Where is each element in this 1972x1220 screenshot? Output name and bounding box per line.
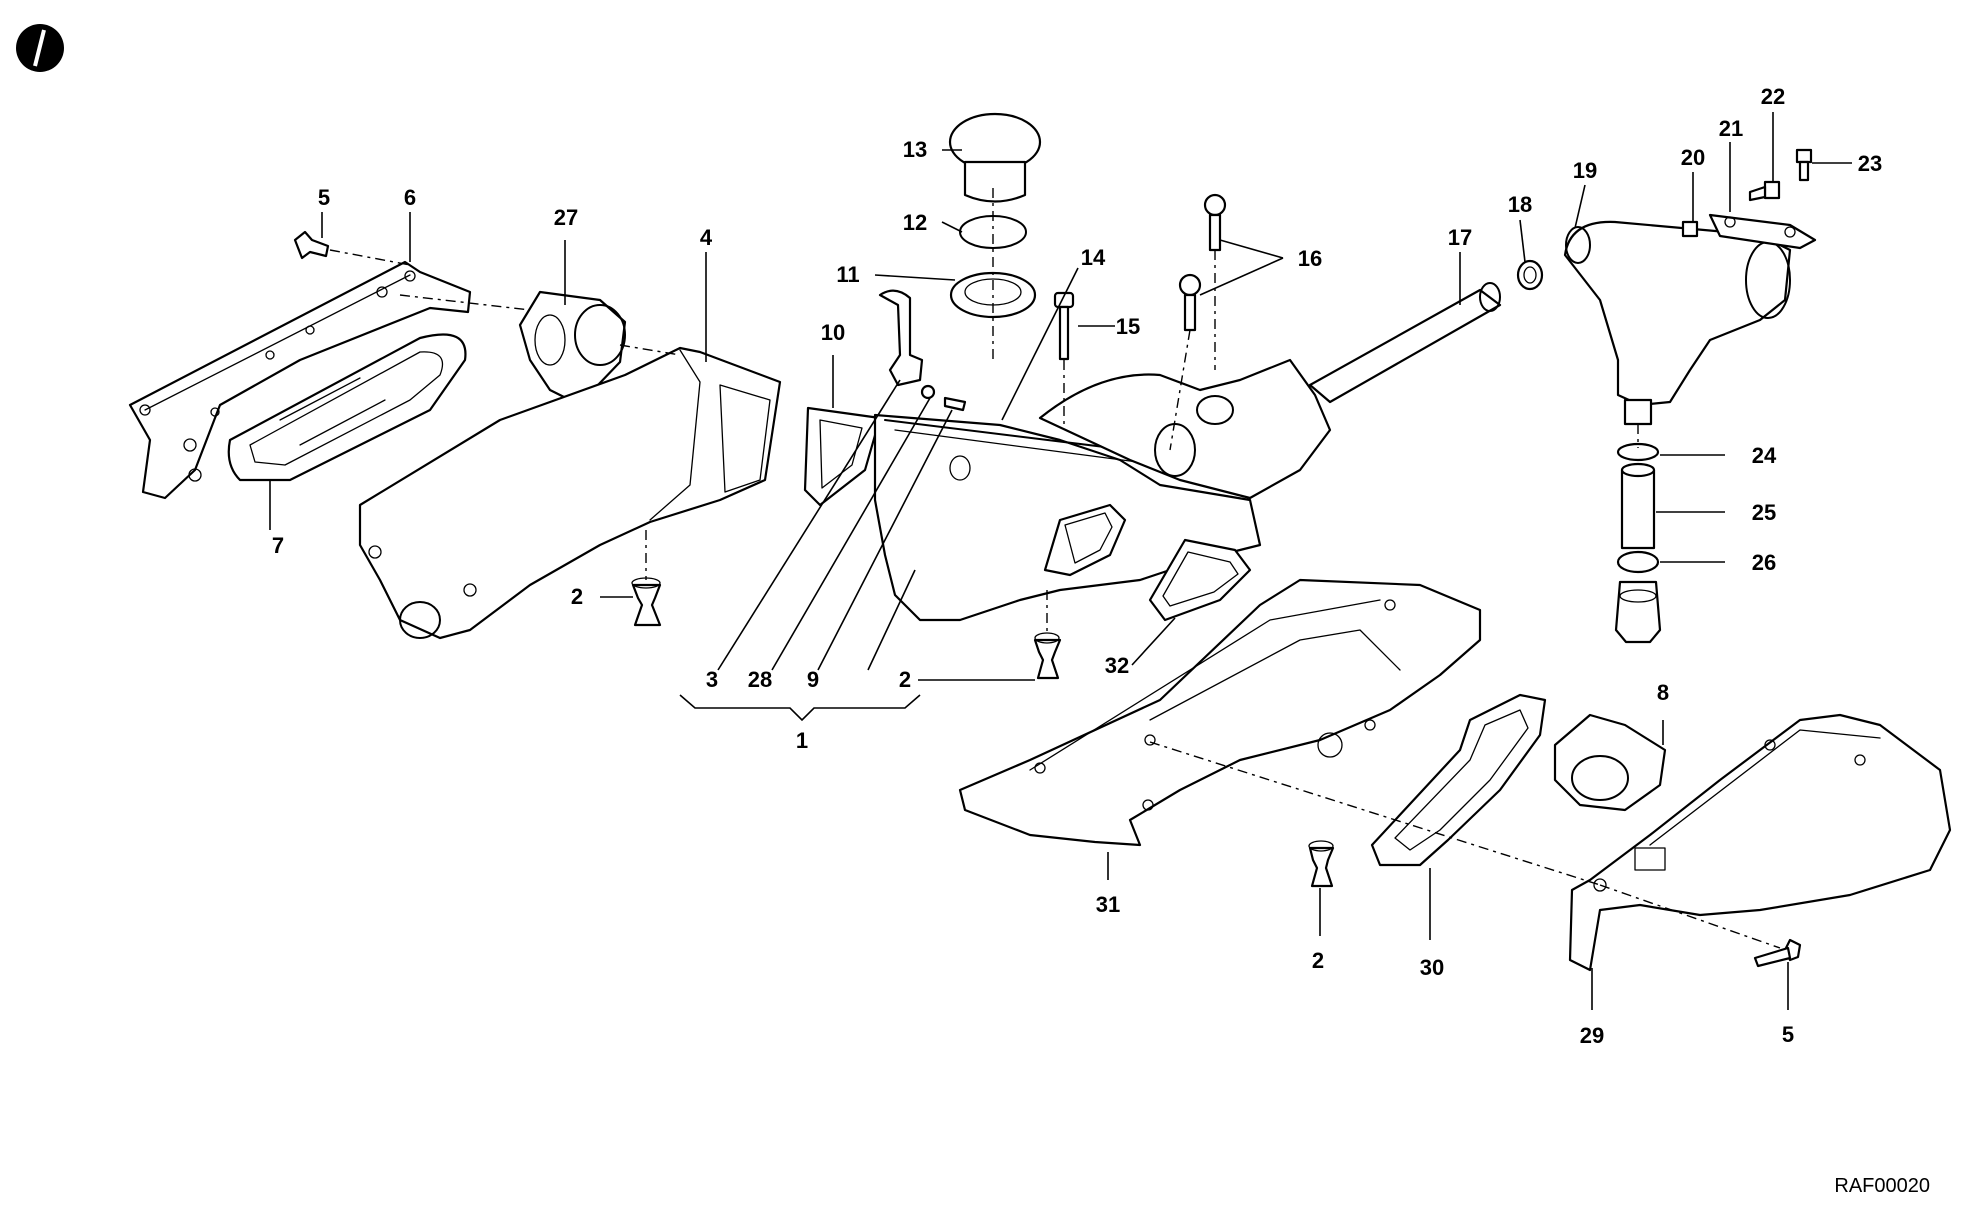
corner-badge-icon bbox=[16, 24, 64, 72]
label-26: 26 bbox=[1752, 550, 1776, 575]
part-15-screw bbox=[1053, 291, 1075, 361]
part-28-nut bbox=[920, 384, 936, 400]
part-22-bolt bbox=[1748, 180, 1781, 202]
label-16: 16 bbox=[1298, 246, 1322, 271]
label-22: 22 bbox=[1761, 84, 1785, 109]
part-20-grommet bbox=[1681, 220, 1699, 238]
label-2: 2 bbox=[899, 667, 911, 692]
part-10-gasket-frame bbox=[803, 406, 882, 507]
part-9-screw bbox=[943, 396, 967, 412]
part-29-large-duct bbox=[1568, 713, 1952, 972]
label-15: 15 bbox=[1116, 314, 1140, 339]
label-2: 2 bbox=[571, 584, 583, 609]
label-29: 29 bbox=[1580, 1023, 1604, 1048]
part-32-gasket bbox=[1148, 538, 1252, 622]
label-21: 21 bbox=[1719, 116, 1743, 141]
part-5-bolt bbox=[293, 230, 1802, 968]
part-30-filter-frame bbox=[1370, 693, 1547, 867]
label-23: 23 bbox=[1858, 151, 1882, 176]
reference-code: RAF00020 bbox=[1834, 1175, 1930, 1197]
part-2-grommet bbox=[631, 577, 1335, 888]
part-27-intake-elbow bbox=[518, 290, 627, 402]
label-10: 10 bbox=[821, 320, 845, 345]
part-1-air-box bbox=[873, 358, 1332, 622]
part-13-filler-cap bbox=[948, 112, 1042, 203]
label-27: 27 bbox=[554, 205, 578, 230]
label-12: 12 bbox=[903, 210, 927, 235]
label-28: 28 bbox=[748, 667, 772, 692]
label-7: 7 bbox=[272, 533, 284, 558]
label-1: 1 bbox=[796, 728, 808, 753]
label-6: 6 bbox=[404, 185, 416, 210]
part-7-filter-frame bbox=[227, 333, 467, 482]
label-20: 20 bbox=[1681, 145, 1705, 170]
label-11: 11 bbox=[836, 262, 859, 287]
part-24-clamp bbox=[1616, 442, 1660, 462]
callout-labels: 1 2 2 2 3 4 5 5 6 7 8 9 10 11 12 13 14 1… bbox=[272, 84, 1882, 1048]
part-3-bracket bbox=[878, 289, 924, 387]
label-18: 18 bbox=[1508, 192, 1532, 217]
label-4: 4 bbox=[700, 225, 713, 250]
label-9: 9 bbox=[807, 667, 819, 692]
label-3: 3 bbox=[706, 667, 718, 692]
label-13: 13 bbox=[903, 137, 927, 162]
label-30: 30 bbox=[1420, 955, 1444, 980]
label-25: 25 bbox=[1752, 500, 1776, 525]
part-26-clamp bbox=[1614, 550, 1662, 644]
leader-lines bbox=[269, 112, 1852, 1010]
label-14: 14 bbox=[1081, 245, 1106, 270]
part-16-screw bbox=[1178, 193, 1227, 332]
label-24: 24 bbox=[1752, 443, 1777, 468]
label-31: 31 bbox=[1096, 892, 1120, 917]
label-19: 19 bbox=[1573, 158, 1597, 183]
label-5: 5 bbox=[1782, 1022, 1794, 1047]
part-4-air-duct bbox=[358, 346, 782, 640]
label-17: 17 bbox=[1448, 225, 1472, 250]
label-8: 8 bbox=[1657, 680, 1669, 705]
part-19-breather-tank bbox=[1563, 220, 1792, 426]
part-18-clamp bbox=[1516, 259, 1544, 291]
label-32: 32 bbox=[1105, 653, 1129, 678]
part-31-lower-duct bbox=[958, 578, 1482, 847]
part-8-elbow bbox=[1553, 713, 1667, 812]
part-25-tube bbox=[1620, 462, 1656, 550]
label-2: 2 bbox=[1312, 948, 1324, 973]
label-5: 5 bbox=[318, 185, 330, 210]
part-21-bracket bbox=[1708, 213, 1817, 250]
part-23-bolt bbox=[1795, 148, 1813, 182]
assembly-axes bbox=[329, 188, 1781, 949]
part-6-mounting-plate bbox=[128, 260, 472, 500]
part-17-hose bbox=[1308, 282, 1502, 404]
